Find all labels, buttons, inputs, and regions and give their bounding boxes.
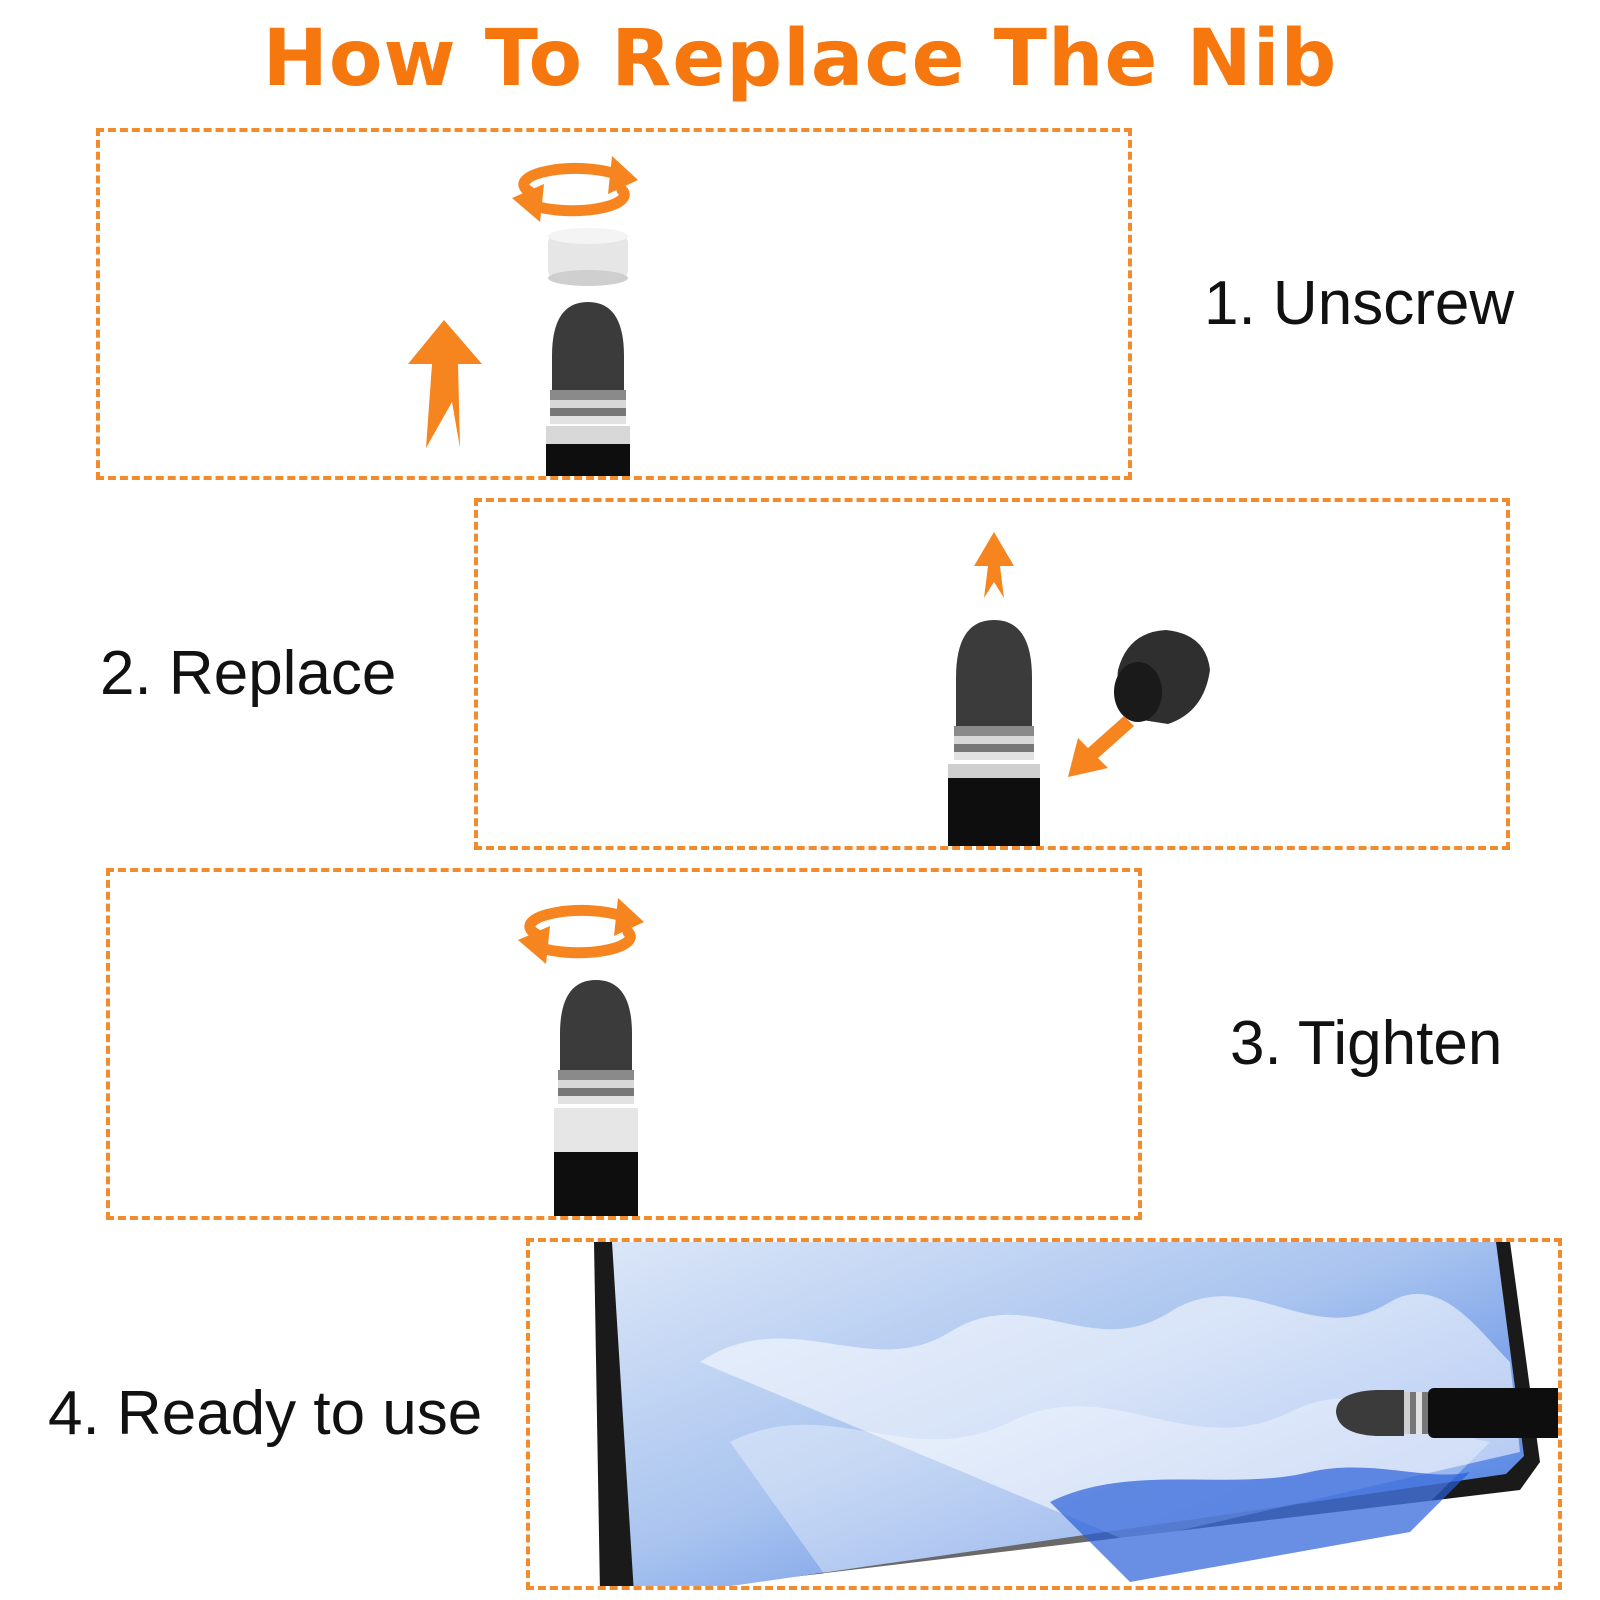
diagonal-arrow-icon bbox=[1068, 716, 1134, 777]
stylus-tip-icon bbox=[948, 620, 1040, 846]
rotate-arrows-icon bbox=[512, 156, 638, 222]
step-2-label: 2. Replace bbox=[100, 639, 397, 708]
rotate-arrows-icon bbox=[518, 898, 644, 964]
stylus-tip-icon bbox=[554, 980, 638, 1216]
step-4-panel bbox=[526, 1238, 1562, 1590]
step-1-label: 1. Unscrew bbox=[1204, 269, 1515, 338]
stylus-tip-icon bbox=[546, 302, 630, 476]
tablet-icon bbox=[594, 1242, 1540, 1586]
step-1-panel bbox=[96, 128, 1132, 480]
step-3-panel bbox=[106, 868, 1142, 1220]
white-ring-icon bbox=[548, 228, 628, 286]
loose-nib-icon bbox=[1114, 630, 1210, 724]
step-2-panel bbox=[474, 498, 1510, 850]
small-up-arrow-icon bbox=[974, 532, 1014, 598]
up-arrow-icon bbox=[408, 320, 482, 448]
page-title: How To Replace The Nib bbox=[262, 14, 1338, 104]
step-3-label: 3. Tighten bbox=[1230, 1009, 1503, 1078]
step-4-label: 4. Ready to use bbox=[48, 1379, 483, 1448]
stylus-tip-icon bbox=[1336, 1388, 1558, 1438]
